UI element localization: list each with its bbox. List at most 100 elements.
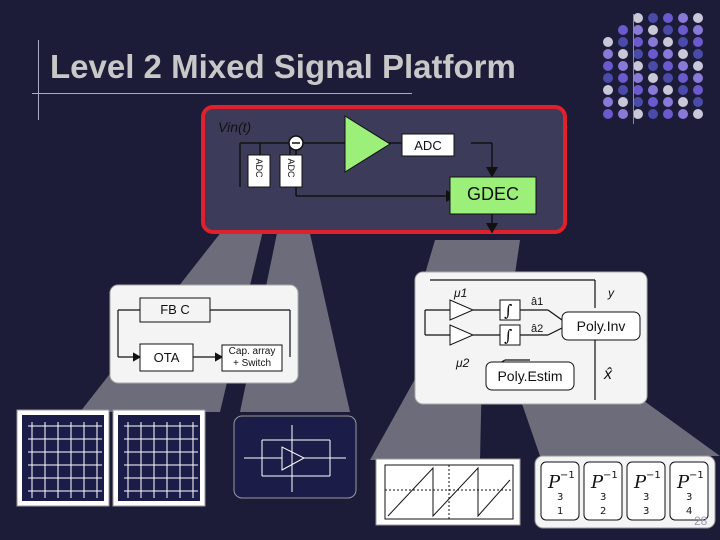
ota-label: OTA	[153, 350, 180, 365]
mu1-gain	[449, 299, 475, 321]
decor-dot	[618, 37, 628, 47]
decor-dot	[663, 85, 673, 95]
decor-dot	[693, 49, 703, 59]
decor-dot	[648, 109, 658, 119]
decor-dot	[648, 25, 658, 35]
decor-dot	[603, 85, 613, 95]
matrix-superscript: −1	[603, 470, 618, 481]
amplifier-triangle	[344, 115, 391, 173]
decor-dot	[618, 61, 628, 71]
decor-dot	[618, 73, 628, 83]
a2-label: â2	[531, 323, 544, 335]
fbc-label: FB C	[160, 302, 190, 317]
decor-dot	[648, 37, 658, 47]
matrix-symbol: P	[676, 472, 690, 493]
integrator-2	[499, 324, 521, 346]
decor-dot	[663, 97, 673, 107]
matrix-symbol: P	[633, 472, 647, 493]
decor-dot	[618, 85, 628, 95]
decor-dot	[678, 85, 688, 95]
decor-dot	[693, 13, 703, 23]
decor-dot	[633, 37, 643, 47]
adc-right-label: ADC	[286, 158, 296, 178]
decor-dot	[663, 25, 673, 35]
matrix-superscript: −1	[646, 470, 661, 481]
matrix-subscript: 3	[643, 492, 649, 503]
decor-dot	[678, 13, 688, 23]
input-label: Vin(t)	[218, 119, 252, 135]
decor-dot	[633, 97, 643, 107]
decor-dot	[648, 49, 658, 59]
adc-main-box	[401, 133, 455, 157]
gdec-box	[449, 176, 537, 215]
x-hat-label: x̂	[604, 366, 612, 383]
ota-box	[139, 343, 194, 372]
decor-dot	[693, 61, 703, 71]
decor-dot	[663, 13, 673, 23]
svg-text:∫: ∫	[504, 326, 512, 345]
decor-dot	[663, 61, 673, 71]
decor-dot	[618, 97, 628, 107]
decor-dot	[663, 73, 673, 83]
page-title: Level 2 Mixed Signal Platform	[50, 48, 516, 85]
opamp-schematic-panel	[233, 415, 357, 499]
decor-dot	[633, 25, 643, 35]
matrix-subscript: 3	[600, 492, 606, 503]
title-left-rule	[38, 40, 39, 120]
adc-main-label: ADC	[414, 138, 442, 153]
cap-array-box	[221, 344, 283, 372]
decor-dot	[693, 37, 703, 47]
matrix-index: 3	[643, 506, 649, 517]
decor-dot	[618, 25, 628, 35]
decor-dot	[633, 49, 643, 59]
decor-dot	[633, 73, 643, 83]
svg-text:∫: ∫	[504, 301, 512, 320]
decor-dot	[603, 37, 613, 47]
decor-dot	[633, 13, 643, 23]
mu2-label: μ2	[456, 356, 470, 370]
poly-estim-label: Poly.Estim	[497, 368, 563, 384]
decor-dot	[678, 49, 688, 59]
decor-dot	[693, 85, 703, 95]
right-block-panel	[414, 271, 648, 405]
decor-dot	[678, 73, 688, 83]
matrix-superscript: −1	[560, 470, 575, 481]
matrix-block	[583, 461, 623, 521]
decor-dot	[648, 61, 658, 71]
poly-inv-box	[561, 311, 641, 341]
decor-dot	[633, 61, 643, 71]
transfer-plot-panel	[375, 458, 521, 526]
decor-dot	[678, 25, 688, 35]
decor-dot	[603, 61, 613, 71]
matrix-index: 1	[557, 506, 563, 517]
matrix-block	[669, 461, 709, 521]
title-underline	[32, 93, 412, 94]
decor-dot	[678, 37, 688, 47]
adc-right-box	[279, 154, 303, 188]
y-label: y	[608, 286, 614, 300]
decor-dot	[663, 49, 673, 59]
decor-dot	[648, 85, 658, 95]
decor-dot	[603, 49, 613, 59]
a1-label: â1	[531, 296, 544, 308]
decor-dot	[663, 109, 673, 119]
decor-dot	[693, 25, 703, 35]
decor-dot	[693, 109, 703, 119]
decor-dot	[603, 109, 613, 119]
decor-dot	[633, 85, 643, 95]
beam-right	[425, 240, 520, 274]
matrix-subscript: 3	[557, 492, 563, 503]
decor-dot	[648, 73, 658, 83]
cap-array-label-1: Cap. array	[228, 346, 276, 357]
matrix-symbol: P	[547, 472, 561, 493]
decor-vertical-rule	[633, 14, 634, 124]
adc-left-box	[247, 154, 271, 188]
matrix-block	[540, 461, 580, 521]
matrix-block	[626, 461, 666, 521]
adc-left-label: ADC	[254, 158, 264, 178]
slide-number: 28	[694, 514, 708, 528]
matrix-subscript: 3	[686, 492, 692, 503]
decor-dot	[678, 97, 688, 107]
integrator-1	[499, 299, 521, 321]
